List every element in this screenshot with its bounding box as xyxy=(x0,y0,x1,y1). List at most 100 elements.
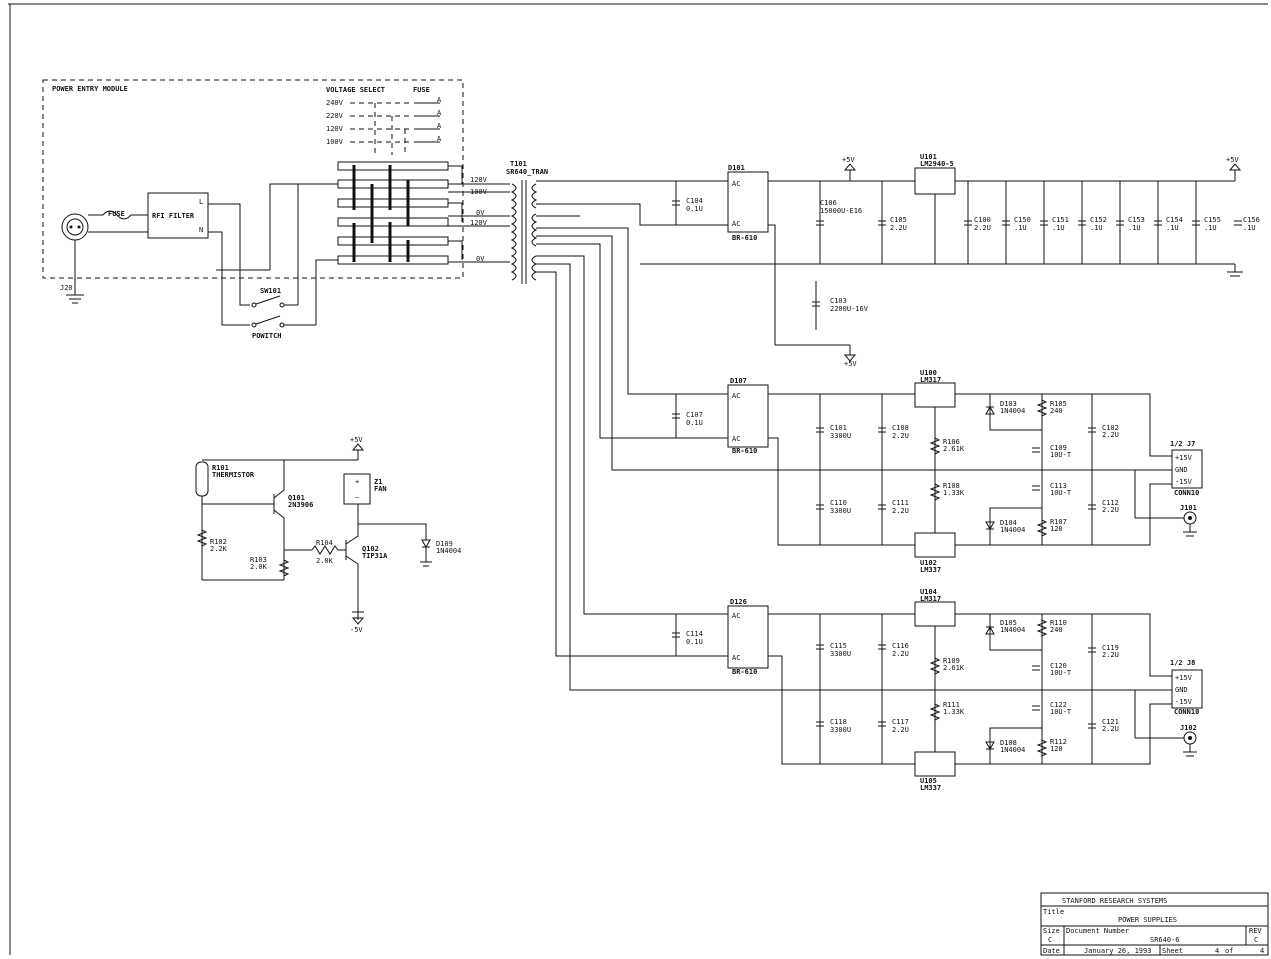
svg-text:C110: C110 xyxy=(830,499,847,507)
regulator-u102 xyxy=(914,532,956,558)
svg-text:C103: C103 xyxy=(830,297,847,305)
svg-text:1N4004: 1N4004 xyxy=(1000,526,1025,534)
svg-text:C107: C107 xyxy=(686,411,703,419)
svg-text:.1U: .1U xyxy=(1052,224,1065,232)
svg-text:100V: 100V xyxy=(470,188,488,196)
svg-text:BR-610: BR-610 xyxy=(732,234,757,242)
svg-text:U102: U102 xyxy=(920,559,937,567)
svg-text:120V: 120V xyxy=(470,176,488,184)
voltage-select-table: 240V 220V 120V 100V A A A A xyxy=(326,96,442,155)
svg-text:R102: R102 xyxy=(210,538,227,546)
svg-text:R103: R103 xyxy=(250,556,267,564)
fuse-header: FUSE xyxy=(413,86,430,94)
transformer-part: SR640_TRAN xyxy=(506,168,548,176)
svg-text:1/2 J8: 1/2 J8 xyxy=(1170,659,1195,667)
svg-text:C113: C113 xyxy=(1050,482,1067,490)
svg-text:AC: AC xyxy=(732,654,740,662)
fuse-mark: A xyxy=(437,109,442,117)
svg-text:C121: C121 xyxy=(1102,718,1119,726)
svg-text:LM317: LM317 xyxy=(920,376,941,384)
voltage-option: 240V xyxy=(326,99,344,107)
svg-text:C150: C150 xyxy=(1014,216,1031,224)
supply-15v-j7: D107 AC AC BR-610 C107 0.1U C101 3300U C… xyxy=(672,369,1203,574)
svg-text:D105: D105 xyxy=(1000,619,1017,627)
svg-text:Document Number: Document Number xyxy=(1066,927,1129,935)
svg-text:-5V: -5V xyxy=(350,626,363,634)
svg-text:C102: C102 xyxy=(1102,424,1119,432)
svg-text:0V: 0V xyxy=(476,209,485,217)
svg-text:0.1U: 0.1U xyxy=(686,205,703,213)
svg-text:THERMISTOR: THERMISTOR xyxy=(212,471,255,479)
voltage-select-label: VOLTAGE SELECT xyxy=(326,86,385,94)
svg-text:-15V: -15V xyxy=(1175,698,1193,706)
voltage-option: 100V xyxy=(326,138,344,146)
svg-text:0V: 0V xyxy=(476,255,485,263)
title-block: STANFORD RESEARCH SYSTEMS Title POWER SU… xyxy=(1040,892,1269,956)
svg-text:AC: AC xyxy=(732,612,740,620)
svg-text:D126: D126 xyxy=(730,598,747,606)
svg-text:2.61K: 2.61K xyxy=(943,445,965,453)
svg-text:+5V: +5V xyxy=(1226,156,1239,164)
svg-text:C154: C154 xyxy=(1166,216,1183,224)
svg-text:GND: GND xyxy=(1175,686,1188,694)
svg-text:2.2U: 2.2U xyxy=(892,432,909,440)
bridge-d126 xyxy=(727,605,769,669)
svg-text:U100: U100 xyxy=(920,369,937,377)
svg-text:2.2U: 2.2U xyxy=(892,507,909,515)
regulator-u100 xyxy=(914,382,956,408)
svg-text:L: L xyxy=(199,198,203,206)
svg-text:3300U: 3300U xyxy=(830,507,851,515)
svg-text:120V: 120V xyxy=(470,219,488,227)
svg-text:R105: R105 xyxy=(1050,400,1067,408)
svg-text:GND: GND xyxy=(1175,466,1188,474)
bridge-d107 xyxy=(727,384,769,448)
svg-text:-15V: -15V xyxy=(1175,478,1193,486)
svg-text:R104: R104 xyxy=(316,539,333,547)
svg-text:LM2940-5: LM2940-5 xyxy=(920,160,954,168)
bridge-d101 xyxy=(727,171,769,233)
svg-text:CONN10: CONN10 xyxy=(1174,708,1199,716)
svg-text:R107: R107 xyxy=(1050,518,1067,526)
svg-text:1N4004: 1N4004 xyxy=(436,547,461,555)
svg-text:C108: C108 xyxy=(892,424,909,432)
svg-text:J102: J102 xyxy=(1180,724,1197,732)
svg-text:10U-T: 10U-T xyxy=(1050,451,1072,459)
svg-text:U101: U101 xyxy=(920,153,937,161)
fan-control-circuit: +5V R101 THERMISTOR R102 2.2K Q101 2N390… xyxy=(195,436,461,634)
svg-text:REV: REV xyxy=(1249,927,1262,935)
svg-text:4: 4 xyxy=(1260,947,1264,955)
svg-text:+5V: +5V xyxy=(350,436,363,444)
svg-text:2.61K: 2.61K xyxy=(943,664,965,672)
voltage-option: 220V xyxy=(326,112,344,120)
svg-text:R106: R106 xyxy=(943,438,960,446)
svg-text:C109: C109 xyxy=(1050,444,1067,452)
svg-text:AC: AC xyxy=(732,220,740,228)
svg-text:C105: C105 xyxy=(890,216,907,224)
svg-text:.1U: .1U xyxy=(1243,224,1256,232)
pos5-supply: AC AC D101 BR-610 C104 0.1U +5V +5V C106… xyxy=(640,153,1260,368)
fan-z1 xyxy=(343,473,371,505)
svg-text:C119: C119 xyxy=(1102,644,1119,652)
svg-text:120: 120 xyxy=(1050,745,1063,753)
svg-text:4: 4 xyxy=(1215,947,1219,955)
svg-text:10U-T: 10U-T xyxy=(1050,708,1072,716)
svg-text:2.2U: 2.2U xyxy=(890,224,907,232)
ac-inlet-ref: J20 xyxy=(60,284,73,292)
jack-j102: J102 xyxy=(1134,690,1197,757)
svg-text:2.2U: 2.2U xyxy=(974,224,991,232)
supply-15v-j8: D126 AC AC BR-610 C114 0.1U C115 3300U C… xyxy=(672,588,1203,792)
regulator-u104 xyxy=(914,601,956,627)
svg-text:C155: C155 xyxy=(1204,216,1221,224)
svg-text:N: N xyxy=(199,226,203,234)
svg-text:R110: R110 xyxy=(1050,619,1067,627)
rfi-filter: RFI FILTER L N xyxy=(147,192,209,239)
fuse-mark: A xyxy=(437,96,442,104)
svg-text:1N4004: 1N4004 xyxy=(1000,626,1025,634)
svg-text:10U-T: 10U-T xyxy=(1050,669,1072,677)
svg-text:of: of xyxy=(1225,947,1233,955)
svg-text:2.0K: 2.0K xyxy=(250,563,268,571)
svg-text:.1U: .1U xyxy=(1128,224,1141,232)
svg-text:C118: C118 xyxy=(830,718,847,726)
